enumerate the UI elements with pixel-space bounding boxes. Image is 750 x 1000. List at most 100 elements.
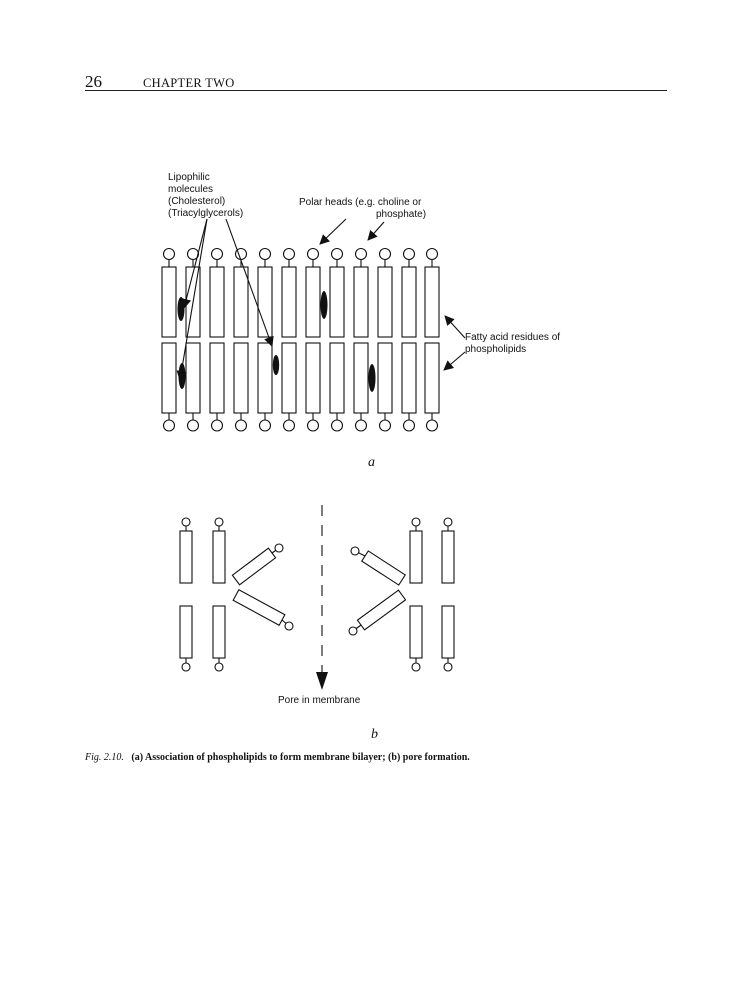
pore-label: Pore in membrane — [278, 695, 361, 706]
fatty-acid-tail — [233, 266, 249, 338]
arrow-to-lipophilic-1 — [176, 218, 208, 381]
tilted-fatty-acid-tail — [360, 550, 407, 586]
fatty-acid-tail — [305, 342, 321, 414]
polar-head — [258, 247, 272, 261]
polar-head — [282, 247, 296, 261]
fatty-acid-tail — [281, 266, 297, 338]
fatty-acid-tail — [329, 266, 345, 338]
fatty-acid-label-line: phospholipids — [465, 344, 526, 355]
polar-head — [425, 419, 439, 432]
fatty-acid-tail — [212, 530, 226, 584]
lipophilic-molecule — [177, 297, 185, 321]
fatty-acid-tail — [179, 530, 193, 584]
polar-heads-label: Polar heads (e.g. choline or phosphate) — [299, 197, 426, 220]
polar-head — [210, 247, 224, 261]
fatty-acid-tail — [209, 266, 225, 338]
header-rule — [85, 90, 667, 91]
polar-head — [210, 419, 224, 432]
polar-head — [350, 546, 360, 556]
fatty-acid-tail — [441, 605, 455, 659]
lipophilic-label-line: (Triacylglycerols) — [168, 208, 243, 219]
fatty-acid-tail — [424, 266, 440, 338]
polar-head — [181, 517, 191, 527]
chapter-title: CHAPTER TWO — [143, 76, 235, 90]
polar-head — [411, 517, 421, 527]
fatty-acid-tail — [377, 342, 393, 414]
arrow-to-lipophilic-3 — [225, 218, 274, 347]
polar-head — [443, 517, 453, 527]
polar-head — [306, 247, 320, 261]
polar-head — [411, 662, 421, 672]
panel-a-letter: a — [368, 455, 375, 470]
fatty-acid-tail — [441, 530, 455, 584]
polar-head — [282, 419, 296, 432]
fatty-acid-tail — [377, 266, 393, 338]
fatty-acid-tail — [353, 266, 369, 338]
lipophilic-label-line: molecules — [168, 184, 213, 195]
fatty-acid-label-line: Fatty acid residues of — [465, 332, 560, 343]
pore-diagram — [179, 517, 455, 672]
fatty-acid-tail — [185, 342, 201, 414]
polar-head — [258, 419, 272, 432]
fatty-acid-tail — [353, 342, 369, 414]
polar-head — [162, 247, 176, 261]
figure-caption: Fig. 2.10. (a) Association of phospholip… — [85, 752, 470, 763]
polar-head — [181, 662, 191, 672]
polar-head — [162, 419, 176, 432]
polar-head — [402, 247, 416, 261]
arrow-to-fatty-acid-2 — [443, 351, 466, 371]
polar-head — [354, 247, 368, 261]
fatty-acid-tail — [161, 342, 177, 414]
pore-arrowhead — [316, 672, 328, 690]
lipophilic-label-line: (Cholesterol) — [168, 196, 225, 207]
polar-head — [330, 419, 344, 432]
fatty-acid-tail — [281, 342, 297, 414]
label-arrows — [176, 218, 466, 381]
polar-head — [425, 247, 439, 261]
polar-head — [348, 626, 358, 636]
arrow-to-polar-head-1 — [319, 218, 347, 245]
polar-heads-label-line: phosphate) — [376, 209, 426, 220]
arrow-to-fatty-acid-1 — [444, 315, 466, 339]
lipophilic-molecule — [320, 291, 328, 319]
fatty-acid-tail — [305, 266, 321, 338]
fatty-acid-tail — [409, 530, 423, 584]
caption-label: Fig. 2.10. — [85, 752, 124, 763]
polar-head — [306, 419, 320, 432]
polar-head — [234, 419, 248, 432]
polar-head — [214, 662, 224, 672]
polar-head — [284, 621, 294, 631]
page-number: 26 — [85, 72, 102, 91]
fatty-acid-tail — [401, 342, 417, 414]
polar-head — [330, 247, 344, 261]
bilayer-diagram — [161, 247, 440, 432]
arrow-to-polar-head-2 — [367, 221, 385, 241]
fatty-acid-tail — [209, 342, 225, 414]
polar-head — [214, 517, 224, 527]
tilted-fatty-acid-tail — [232, 588, 286, 627]
polar-heads-label-line: Polar heads (e.g. choline or — [299, 197, 422, 208]
caption-text: (a) Association of phospholipids to form… — [131, 752, 470, 763]
arrow-to-lipophilic-2 — [181, 218, 208, 309]
polar-head — [354, 419, 368, 432]
polar-head — [378, 419, 392, 432]
polar-head — [274, 543, 284, 553]
tilted-fatty-acid-tail — [356, 589, 407, 631]
lipophilic-molecule — [368, 364, 376, 392]
lipophilic-molecule — [272, 355, 280, 375]
tilted-fatty-acid-tail — [231, 547, 277, 586]
fatty-acid-tail — [179, 605, 193, 659]
lipophilic-label: Lipophilic molecules (Cholesterol) (Tria… — [168, 172, 243, 219]
fatty-acid-tail — [212, 605, 226, 659]
polar-head — [186, 419, 200, 432]
polar-head — [443, 662, 453, 672]
fatty-acid-tail — [409, 605, 423, 659]
fatty-acid-tail — [257, 342, 273, 414]
fatty-acid-tail — [329, 342, 345, 414]
fatty-acid-label: Fatty acid residues of phospholipids — [465, 332, 560, 355]
fatty-acid-tail — [161, 266, 177, 338]
fatty-acid-tail — [233, 342, 249, 414]
lipophilic-label-line: Lipophilic — [168, 172, 210, 183]
fatty-acid-tail — [424, 342, 440, 414]
polar-head — [378, 247, 392, 261]
